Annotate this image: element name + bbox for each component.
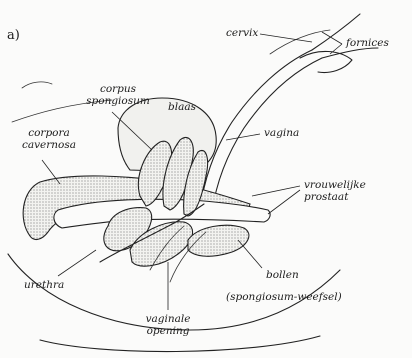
leader-vagina bbox=[226, 134, 260, 140]
label-opening: opening bbox=[128, 326, 208, 337]
fornix-curve bbox=[270, 30, 330, 54]
leader-bollen bbox=[238, 240, 262, 268]
label-blaas: blaas bbox=[168, 102, 196, 113]
label-urethra: urethra bbox=[24, 280, 64, 291]
label-corpora: corpora bbox=[14, 128, 84, 139]
label-vagina: vagina bbox=[264, 128, 299, 139]
label-fornices: fornices bbox=[346, 38, 389, 49]
label-bollen-note: (spongiosum-weefsel) bbox=[226, 292, 342, 303]
leader-fornices bbox=[322, 32, 342, 54]
label-vrouwelijke: vrouwelijke bbox=[304, 180, 366, 191]
label-spongiosum: spongiosum bbox=[78, 96, 158, 107]
leader-cervix bbox=[260, 34, 312, 42]
label-corpus: corpus bbox=[78, 84, 158, 95]
label-bollen: bollen bbox=[266, 270, 299, 281]
body-outline-left bbox=[22, 82, 52, 88]
leader-urethra bbox=[58, 250, 96, 276]
label-prostaat: prostaat bbox=[304, 192, 348, 203]
label-vaginale: vaginale bbox=[128, 314, 208, 325]
label-cavernosa: cavernosa bbox=[14, 140, 84, 151]
label-cervix: cervix bbox=[226, 28, 258, 39]
body-curve-bottom bbox=[40, 336, 320, 352]
panel-letter: a) bbox=[7, 28, 20, 43]
